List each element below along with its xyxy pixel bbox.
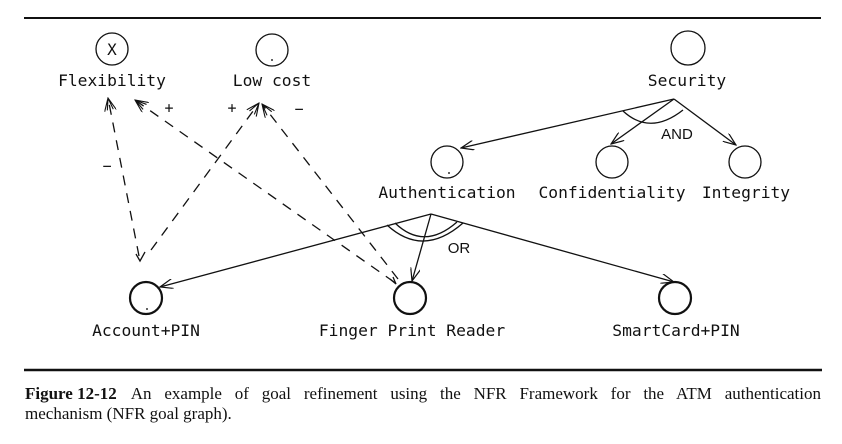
sign-fpr-flexibility: +: [164, 99, 173, 117]
softgoal-circle: [95, 32, 129, 66]
node-label-flexibility: Flexibility: [58, 71, 166, 90]
and-arc: [622, 109, 684, 124]
caption-label: Figure 12-12: [25, 384, 117, 403]
softgoal-circle: [255, 33, 289, 67]
contribution-tick-fpr: [389, 276, 397, 285]
edge-security-to-authentication: [461, 98, 675, 148]
operationalization-circle: [128, 280, 164, 316]
node-label-security: Security: [648, 71, 727, 90]
node-label-smartcard-pin: SmartCard+PIN: [612, 321, 739, 340]
operationalization-circle: [657, 280, 693, 316]
denied-mark: X: [107, 40, 117, 59]
contribution-edges: − + + −: [102, 98, 399, 285]
edge-authentication-to-account-pin: [160, 213, 432, 287]
node-integrity: Integrity: [702, 145, 790, 202]
and-label: AND: [661, 126, 693, 143]
contribution-fpr-to-flexibility: [135, 100, 395, 283]
contribution-account-pin-to-flexibility: [108, 98, 140, 257]
or-arc-inner: [394, 221, 458, 238]
node-label-integrity: Integrity: [702, 183, 790, 202]
node-label-authentication: Authentication: [378, 183, 515, 202]
node-authentication: Authentication: [378, 145, 516, 202]
caption-text-line-1: An example of goal refinement using the …: [130, 384, 821, 403]
node-label-finger-print-reader: Finger Print Reader: [319, 321, 505, 340]
edge-security-to-integrity: [673, 98, 736, 145]
contribution-account-pin-to-low-cost: [150, 103, 259, 251]
node-security: Security: [648, 30, 727, 90]
node-confidentiality: Confidentiality: [538, 145, 686, 202]
caption-line-1: Figure 12-12 An example of goal refineme…: [25, 384, 821, 404]
node-low-cost: Low cost: [233, 33, 311, 90]
contribution-tick-account-pin: [135, 251, 146, 263]
edge-security-to-confidentiality: [611, 98, 675, 144]
node-dot: [271, 59, 273, 61]
figure-caption: Figure 12-12 An example of goal refineme…: [25, 384, 821, 424]
edge-authentication-to-smartcard-pin: [430, 213, 674, 282]
or-decomposition: OR: [160, 213, 674, 287]
and-decomposition: AND: [461, 98, 736, 148]
softgoal-circle: [430, 145, 464, 179]
node-label-account-pin: Account+PIN: [92, 321, 200, 340]
node-label-low-cost: Low cost: [233, 71, 311, 90]
sign-fpr-low-cost: −: [294, 100, 303, 118]
node-finger-print-reader: Finger Print Reader: [319, 280, 505, 340]
softgoal-circle: [728, 145, 762, 179]
node-label-confidentiality: Confidentiality: [538, 183, 685, 202]
contribution-fpr-to-low-cost: [262, 104, 399, 280]
caption-text-line-2: mechanism (NFR goal graph).: [25, 404, 232, 423]
node-flexibility: X Flexibility: [58, 32, 166, 90]
node-smartcard-pin: SmartCard+PIN: [612, 280, 740, 340]
softgoal-circle: [595, 145, 629, 179]
or-label: OR: [448, 240, 471, 257]
or-arc-outer: [386, 222, 464, 242]
node-dot: [146, 308, 148, 310]
sign-account-pin-flexibility: −: [102, 157, 111, 175]
sign-account-pin-low-cost: +: [227, 99, 236, 117]
node-dot: [448, 172, 450, 174]
edge-authentication-to-fpr: [412, 213, 432, 281]
softgoal-circle: [670, 30, 706, 66]
node-account-pin: Account+PIN: [92, 280, 200, 340]
operationalization-circle: [392, 280, 428, 316]
